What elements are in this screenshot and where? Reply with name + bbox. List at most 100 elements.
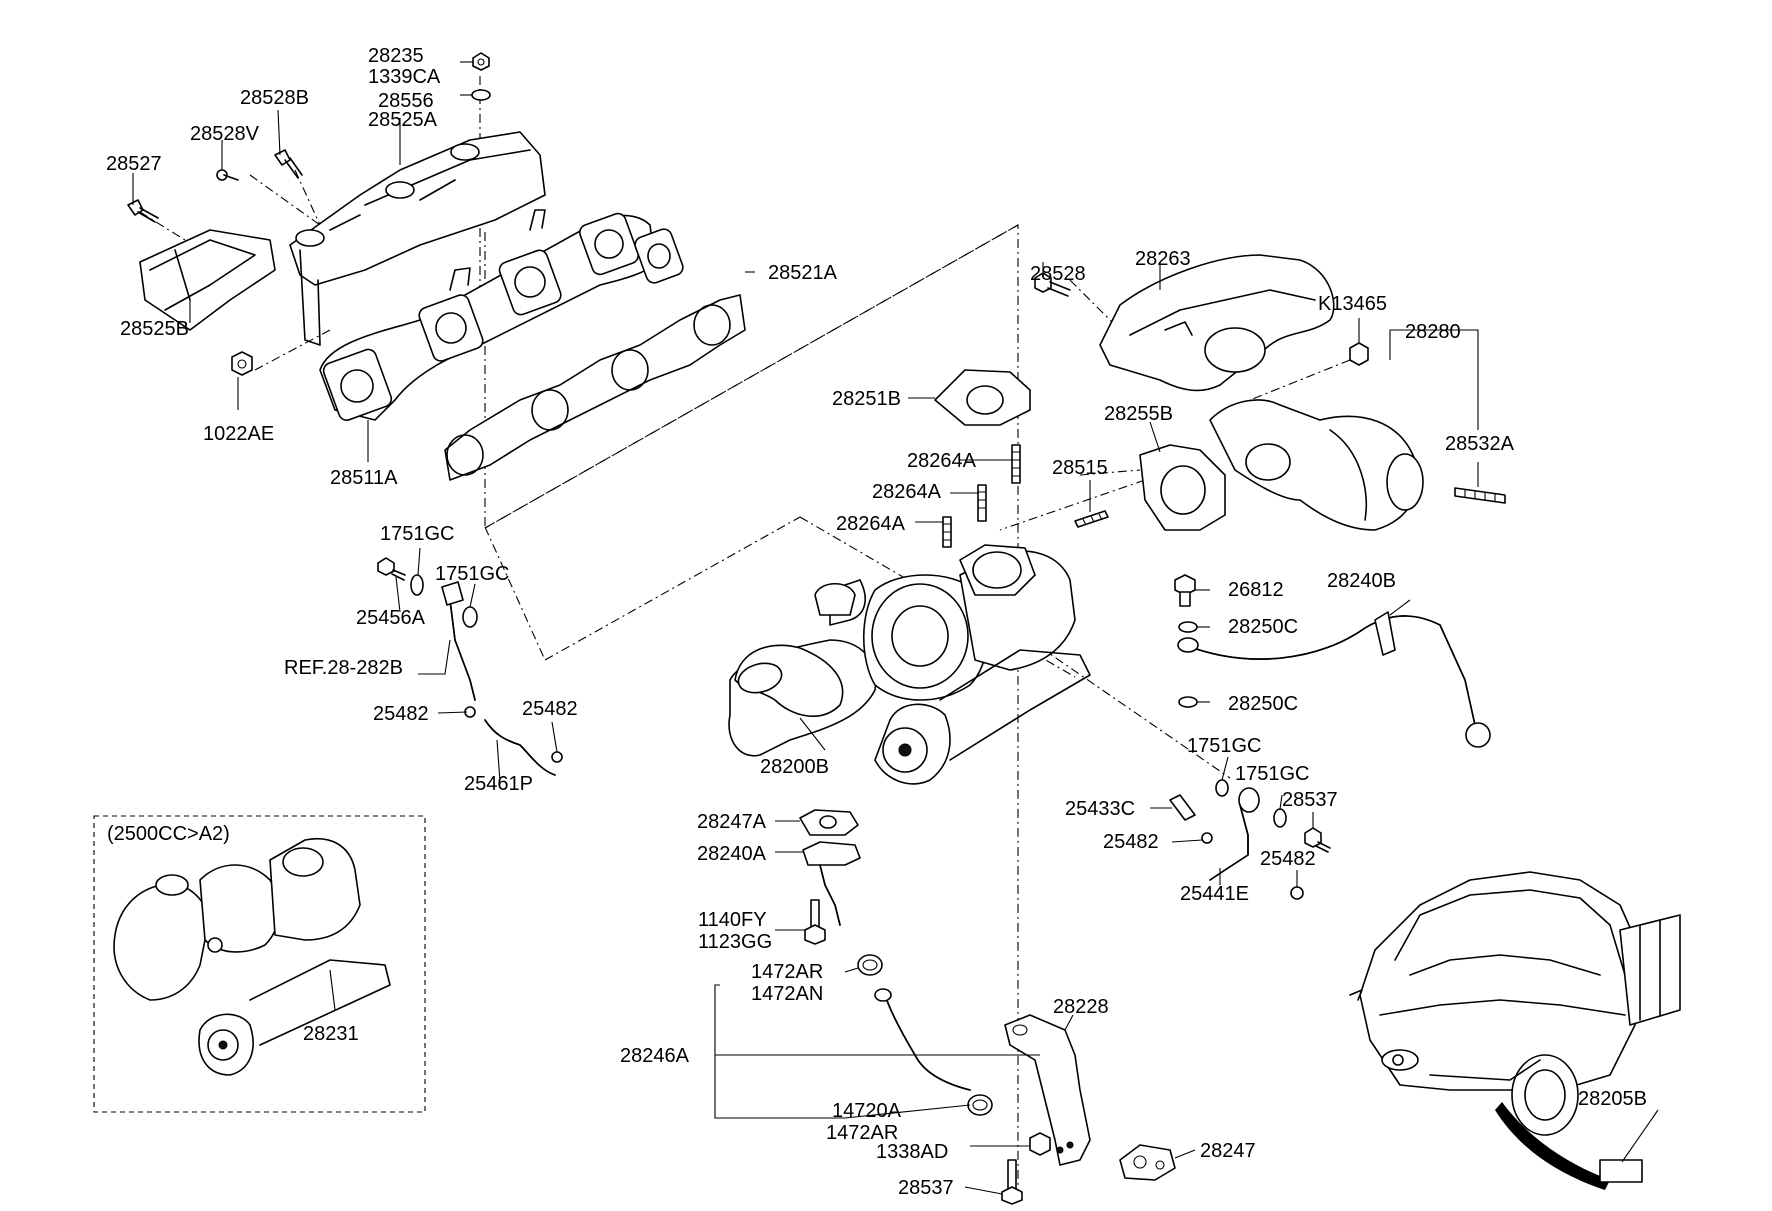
label-28228: 28228 bbox=[1053, 996, 1109, 1018]
leader-lines bbox=[132, 61, 1659, 1195]
label-25441E: 25441E bbox=[1180, 883, 1249, 905]
label-28280: 28280 bbox=[1405, 321, 1461, 343]
label-1751GC-1: 1751GC bbox=[380, 523, 455, 545]
label-1751GC-3: 1751GC bbox=[1187, 735, 1262, 757]
label-1472AR-2: 1472AR bbox=[826, 1122, 898, 1144]
turbocharger-variant bbox=[113, 838, 391, 1076]
label-1472AR-1: 1472AR bbox=[751, 961, 823, 983]
turbo-outlet-pipe bbox=[1209, 399, 1424, 531]
truck-location-illustration bbox=[1349, 871, 1681, 1190]
label-28527: 28527 bbox=[106, 153, 162, 175]
label-28263: 28263 bbox=[1135, 248, 1191, 270]
clamp-1472AR-b bbox=[967, 1094, 993, 1116]
fastener-28235-nut bbox=[472, 52, 490, 71]
label-1022AE: 1022AE bbox=[203, 423, 274, 445]
label-28250C-1: 28250C bbox=[1228, 616, 1298, 638]
label-1472AN: 1472AN bbox=[751, 983, 823, 1005]
label-28200B: 28200B bbox=[760, 756, 829, 778]
label-26812: 26812 bbox=[1228, 579, 1284, 601]
label-28556: 28556 bbox=[378, 90, 434, 112]
bolt-28527 bbox=[127, 199, 159, 223]
label-28231: 28231 bbox=[303, 1023, 359, 1045]
gasket-28247 bbox=[1119, 1144, 1176, 1181]
gasket-28247A bbox=[799, 809, 859, 836]
bolt-28528V bbox=[216, 169, 239, 181]
label-28515: 28515 bbox=[1052, 457, 1108, 479]
washer-1751GC-b bbox=[462, 606, 478, 628]
label-25482-3: 25482 bbox=[1103, 831, 1159, 853]
label-25482-2: 25482 bbox=[522, 698, 578, 720]
bolt-26812 bbox=[1174, 574, 1196, 607]
label-28525A: 28525A bbox=[368, 109, 438, 131]
label-28247: 28247 bbox=[1200, 1140, 1256, 1162]
label-28532A: 28532A bbox=[1445, 433, 1515, 455]
hose-25461P bbox=[464, 706, 563, 776]
label-28264A-1: 28264A bbox=[907, 450, 977, 472]
label-28521A: 28521A bbox=[768, 262, 838, 284]
manifold-gasket bbox=[444, 294, 746, 481]
exhaust-manifold bbox=[319, 209, 684, 421]
stud-28264A-a bbox=[1011, 444, 1021, 484]
hose-28246A bbox=[874, 988, 971, 1091]
pipe-28240A bbox=[802, 841, 861, 926]
label-28528: 28528 bbox=[1030, 263, 1086, 285]
turbo-heat-protector bbox=[1099, 254, 1335, 392]
washer-28250C-a bbox=[1178, 621, 1198, 633]
label-1123GG: 1123GG bbox=[698, 931, 772, 953]
label-REF-28-282B: REF.28-282B bbox=[284, 657, 403, 679]
label-28525B: 28525B bbox=[120, 318, 189, 340]
bolt-28537-a bbox=[1304, 827, 1331, 853]
washer-1751GC-a bbox=[410, 574, 424, 596]
heat-shield-lower bbox=[139, 229, 276, 331]
label-1338AD: 1338AD bbox=[876, 1141, 948, 1163]
label-28537-1: 28537 bbox=[1282, 789, 1338, 811]
label-28251B: 28251B bbox=[832, 388, 901, 410]
label-28264A-2: 28264A bbox=[872, 481, 942, 503]
stud-28532A bbox=[1454, 487, 1506, 504]
gasket-28251B bbox=[934, 369, 1031, 426]
label-25482-1: 25482 bbox=[373, 703, 429, 725]
label-1751GC-2: 1751GC bbox=[435, 563, 510, 585]
washer-28250C-b bbox=[1178, 696, 1198, 708]
label-25461P: 25461P bbox=[464, 773, 533, 795]
label-28511A: 28511A bbox=[330, 467, 398, 489]
label-14720A: 14720A bbox=[832, 1100, 902, 1122]
nut-1022AE bbox=[231, 351, 253, 376]
bolt-28537-b bbox=[1001, 1159, 1023, 1205]
label-28255B: 28255B bbox=[1104, 403, 1173, 425]
label-28528B: 28528B bbox=[240, 87, 309, 109]
label-1339CA: 1339CA bbox=[368, 66, 441, 88]
heat-shield-upper bbox=[289, 131, 546, 346]
label-28205B: 28205B bbox=[1578, 1088, 1647, 1110]
bolt-28528B bbox=[274, 149, 303, 179]
label-28235: 28235 bbox=[368, 45, 424, 67]
clamp-1472AR-a bbox=[857, 954, 883, 976]
part-labels: 28235 1339CA 28556 28528B 28525A 28528V … bbox=[106, 45, 1647, 1199]
stud-28515 bbox=[1074, 510, 1109, 528]
label-28240B: 28240B bbox=[1327, 570, 1396, 592]
bolt-1140FY bbox=[804, 899, 826, 945]
label-28264A-3: 28264A bbox=[836, 513, 906, 535]
label-28247A: 28247A bbox=[697, 811, 767, 833]
label-25456A: 25456A bbox=[356, 607, 426, 629]
oil-return-pipe-left bbox=[441, 581, 476, 701]
label-28528V: 28528V bbox=[190, 123, 260, 145]
stud-28264A-c bbox=[942, 516, 952, 548]
oil-feed-pipe bbox=[1177, 611, 1491, 748]
label-28246A: 28246A bbox=[620, 1045, 690, 1067]
label-28537-2: 28537 bbox=[898, 1177, 954, 1199]
label-25482-4: 25482 bbox=[1260, 848, 1316, 870]
label-28250C-2: 28250C bbox=[1228, 693, 1298, 715]
label-1751GC-4: 1751GC bbox=[1235, 763, 1310, 785]
bolt-25456A bbox=[377, 557, 406, 581]
nut-1338AD bbox=[1029, 1132, 1051, 1156]
washer-28556 bbox=[471, 89, 491, 101]
variant-inset bbox=[93, 815, 426, 1113]
stud-28264A-b bbox=[977, 484, 987, 522]
label-K13465: K13465 bbox=[1318, 293, 1387, 315]
label-25433C: 25433C bbox=[1065, 798, 1135, 820]
label-28240A: 28240A bbox=[697, 843, 767, 865]
turbo-intake-hose bbox=[734, 644, 844, 717]
label-1140FY: 1140FY bbox=[698, 909, 767, 931]
